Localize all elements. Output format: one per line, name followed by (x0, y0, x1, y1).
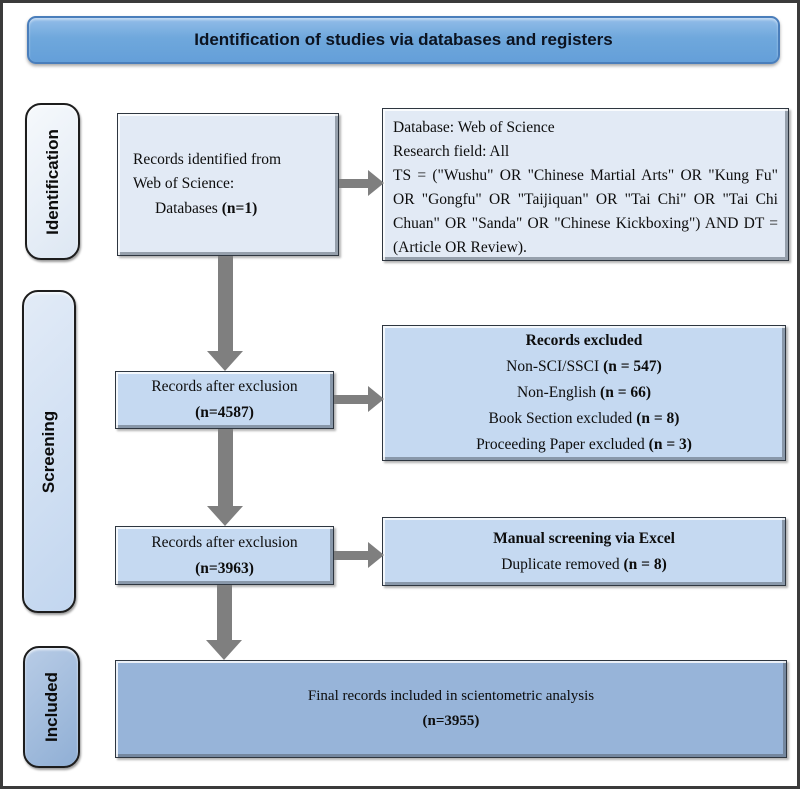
records-after-exclusion-2-count: (n=3963) (195, 559, 254, 577)
records-identified-line3: Databases (n=1) (155, 199, 258, 217)
manual-screening-box: Manual screening via Excel Duplicate rem… (382, 517, 786, 586)
records-after-exclusion-2-box: Records after exclusion (n=3963) (115, 526, 334, 585)
excluded-item: Non-SCI/SSCI (n = 547) (506, 357, 662, 375)
records-after-exclusion-1-text: Records after exclusion (151, 378, 298, 396)
query-ts-line: TS = ("Wushu" OR "Chinese Martial Arts" … (393, 167, 778, 257)
stage-label-screening-text: Screening (39, 410, 59, 493)
records-excluded-box: Records excluded Non-SCI/SSCI (n = 547) … (382, 325, 786, 461)
records-identified-line2: Web of Science: (133, 175, 235, 193)
stage-label-screening: Screening (22, 290, 76, 613)
final-records-count: (n=3955) (422, 713, 480, 729)
records-after-exclusion-1-box: Records after exclusion (n=4587) (115, 371, 334, 429)
records-after-exclusion-1-count: (n=4587) (195, 404, 254, 421)
final-records-box: Final records included in scientometric … (115, 660, 787, 758)
manual-screening-title: Manual screening via Excel (493, 529, 675, 547)
stage-label-identification: Identification (25, 103, 80, 260)
page-title: Identification of studies via databases … (194, 30, 613, 49)
final-records-text: Final records included in scientometric … (307, 688, 595, 705)
stage-label-included-text: Included (41, 672, 61, 742)
query-database-line: Database: Web of Science (393, 119, 555, 136)
records-identified-line1: Records identified from (133, 151, 282, 169)
arrow-right-screening-to-manual-icon (334, 542, 384, 568)
records-after-exclusion-2-text: Records after exclusion (151, 533, 298, 551)
excluded-item: Proceeding Paper excluded (n = 3) (476, 436, 692, 454)
title-banner: Identification of studies via databases … (27, 16, 780, 64)
records-identified-box: Records identified from Web of Science: … (117, 113, 339, 256)
arrow-down-identified-to-screening-icon (207, 256, 243, 371)
arrow-right-identified-to-query-icon (339, 170, 384, 196)
arrow-right-screening-to-excluded-icon (334, 386, 384, 412)
arrow-down-screening1-to-screening2-icon (207, 429, 243, 526)
stage-label-identification-text: Identification (42, 128, 62, 235)
records-identified-count: (n=1) (221, 199, 258, 217)
records-excluded-title: Records excluded (525, 331, 643, 349)
excluded-item: Book Section excluded (n = 8) (488, 410, 680, 428)
stage-label-included: Included (23, 646, 80, 768)
excluded-item: Non-English (n = 66) (516, 383, 652, 401)
manual-screening-line: Duplicate removed (n = 8) (501, 555, 667, 573)
arrow-down-screening-to-included-icon (206, 585, 242, 660)
query-field-line: Research field: All (393, 143, 510, 161)
search-query-box: Database: Web of Science Research field:… (382, 108, 789, 261)
